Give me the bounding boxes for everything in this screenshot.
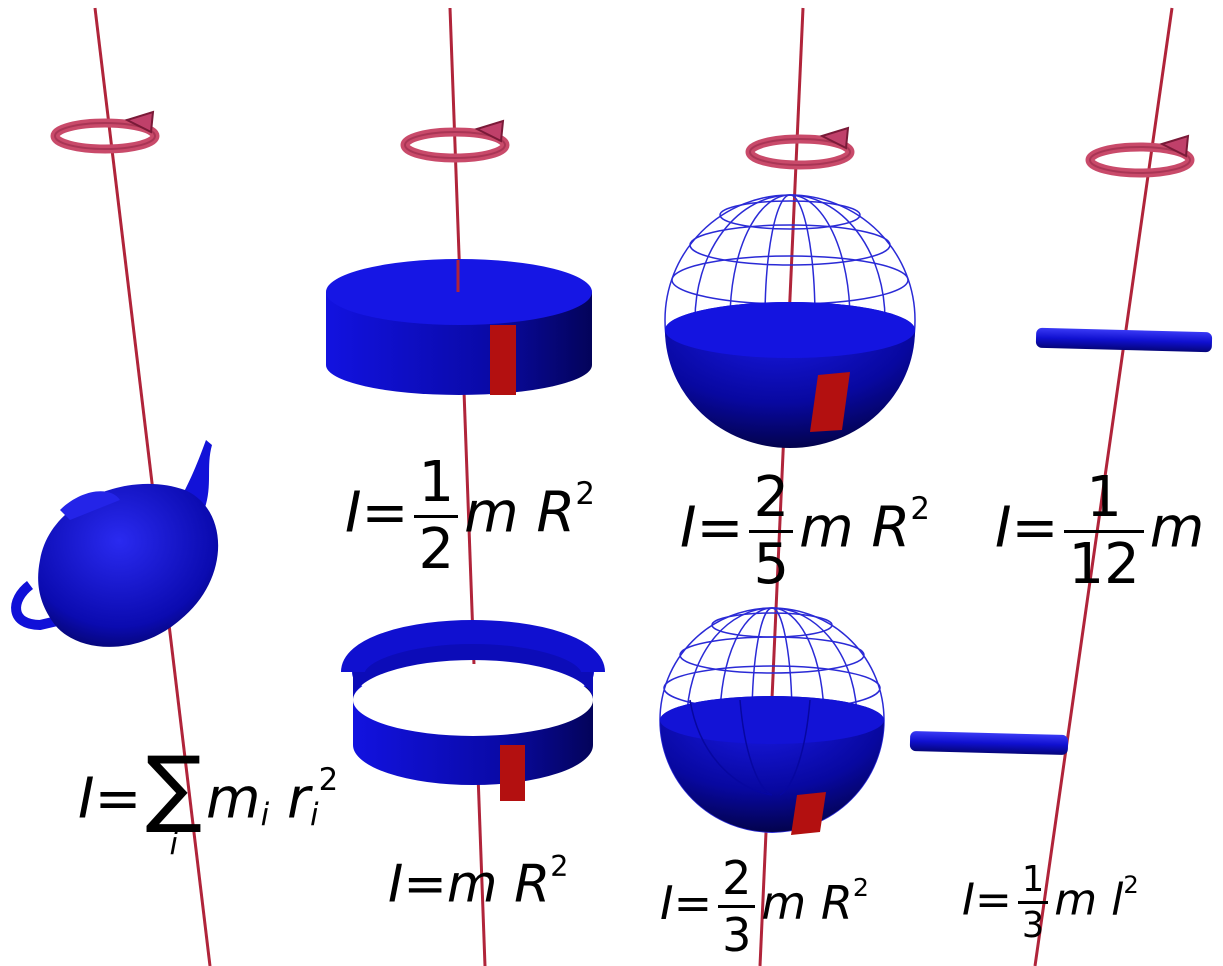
formula-hoop: I=m R2 — [388, 849, 569, 915]
teapot-icon — [11, 440, 219, 647]
solid-sphere-icon — [664, 194, 916, 448]
hollow-sphere-icon — [659, 607, 885, 835]
hoop-marker — [500, 745, 525, 801]
axis-line — [1033, 7, 1174, 966]
rod-end-icon — [909, 731, 1069, 755]
disk-icon — [326, 259, 592, 395]
rotation-arrow-icon — [750, 128, 850, 165]
rotation-arrow-icon — [55, 112, 155, 149]
rod-center-icon — [1035, 327, 1213, 353]
axis-line — [448, 7, 487, 966]
disk-marker — [490, 325, 516, 395]
rotation-arrow-icon — [1090, 136, 1190, 173]
hoop-icon — [341, 620, 605, 801]
